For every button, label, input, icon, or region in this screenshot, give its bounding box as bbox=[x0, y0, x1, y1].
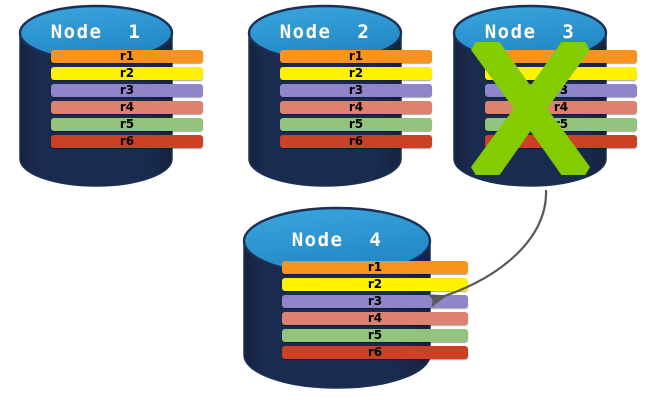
row-bar-r3[interactable]: r3 bbox=[485, 84, 637, 97]
row-label: r3 bbox=[119, 83, 135, 97]
row-list: r1 r2 r3 r4 r5 r6 bbox=[20, 50, 234, 152]
row-label: r4 bbox=[553, 100, 569, 114]
row-label: r2 bbox=[348, 66, 364, 80]
row-label: r4 bbox=[348, 100, 364, 114]
row-label: r5 bbox=[348, 117, 364, 131]
row-bar-r5[interactable]: r5 bbox=[51, 118, 203, 131]
row-label: r2 bbox=[367, 277, 383, 291]
row-bar-r1[interactable]: r1 bbox=[282, 261, 468, 274]
row-label: r6 bbox=[119, 134, 135, 148]
row-label: r1 bbox=[367, 260, 383, 274]
row-list: r1 r2 r3 r4 r5 r6 bbox=[244, 261, 506, 363]
row-bar-r5[interactable]: r5 bbox=[280, 118, 432, 131]
row-label: r3 bbox=[367, 294, 383, 308]
row-bar-r3[interactable]: r3 bbox=[280, 84, 432, 97]
row-label: r6 bbox=[348, 134, 364, 148]
row-label: r3 bbox=[553, 83, 569, 97]
cylinder-top-ellipse bbox=[242, 206, 432, 276]
row-label: r6 bbox=[367, 345, 383, 359]
row-bar-r1[interactable]: r1 bbox=[51, 50, 203, 63]
row-bar-r2[interactable]: r2 bbox=[280, 67, 432, 80]
row-bar-r5[interactable]: r5 bbox=[282, 329, 468, 342]
row-label: r4 bbox=[119, 100, 135, 114]
row-list: r1 r2 r3 r4 r5 r6 bbox=[249, 50, 463, 152]
row-bar-r2[interactable]: r2 bbox=[485, 67, 637, 80]
row-bar-r4[interactable]: r4 bbox=[280, 101, 432, 114]
row-label: r5 bbox=[367, 328, 383, 342]
row-label: r5 bbox=[119, 117, 135, 131]
row-label: r4 bbox=[367, 311, 383, 325]
row-label: r6 bbox=[553, 134, 569, 148]
row-label: r1 bbox=[348, 49, 364, 63]
row-bar-r1[interactable]: r1 bbox=[280, 50, 432, 63]
row-bar-r2[interactable]: r2 bbox=[51, 67, 203, 80]
row-bar-r6[interactable]: r6 bbox=[280, 135, 432, 148]
row-bar-r6[interactable]: r6 bbox=[485, 135, 637, 148]
row-bar-r5[interactable]: r5 bbox=[485, 118, 637, 131]
row-bar-r2[interactable]: r2 bbox=[282, 278, 468, 291]
row-label: r1 bbox=[553, 49, 569, 63]
row-bar-r6[interactable]: r6 bbox=[282, 346, 468, 359]
row-label: r2 bbox=[553, 66, 569, 80]
row-bar-r3[interactable]: r3 bbox=[51, 84, 203, 97]
row-bar-r4[interactable]: r4 bbox=[485, 101, 637, 114]
row-bar-r3[interactable]: r3 bbox=[282, 295, 468, 308]
row-bar-r4[interactable]: r4 bbox=[51, 101, 203, 114]
row-bar-r4[interactable]: r4 bbox=[282, 312, 468, 325]
row-label: r5 bbox=[553, 117, 569, 131]
row-bar-r1[interactable]: r1 bbox=[485, 50, 637, 63]
row-label: r1 bbox=[119, 49, 135, 63]
row-label: r3 bbox=[348, 83, 364, 97]
row-bar-r6[interactable]: r6 bbox=[51, 135, 203, 148]
row-label: r2 bbox=[119, 66, 135, 80]
row-list: r1 r2 r3 r4 r5 r6 bbox=[454, 50, 646, 152]
